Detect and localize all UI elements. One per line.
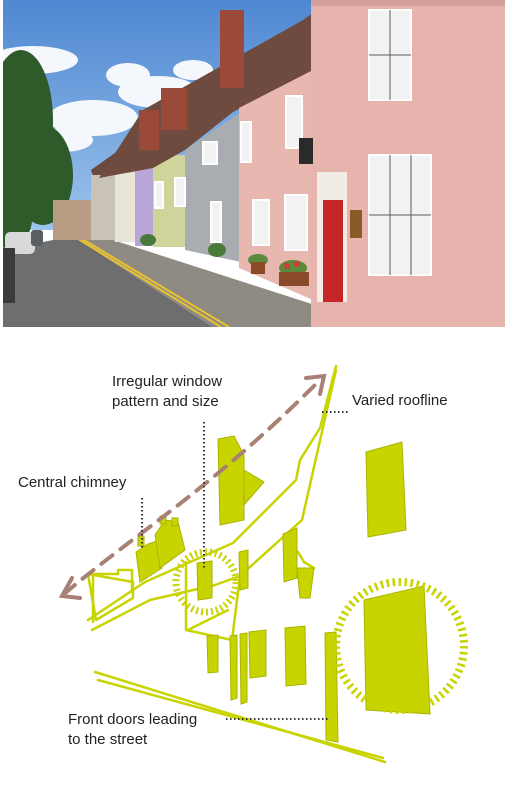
yellow-line-1 <box>74 236 222 327</box>
roof-lower-outline <box>90 368 338 632</box>
window-small-1 <box>282 527 298 583</box>
street-photo-illustration <box>3 0 505 327</box>
diagram-drawing <box>58 364 468 764</box>
leader-lines <box>141 411 348 720</box>
roofline-arrow <box>58 373 327 600</box>
front-doors-label-line1: Front doors leading <box>68 711 198 728</box>
parked-cars <box>3 230 43 303</box>
lamp-bracket <box>296 550 316 570</box>
tall-chimney <box>220 10 244 88</box>
chimney-stack-2 <box>154 519 186 569</box>
chimney <box>161 88 187 130</box>
window-shapes <box>135 435 431 743</box>
annotated-diagram: Irregular window pattern and size Varied… <box>0 330 505 791</box>
ground-window-1 <box>284 625 307 687</box>
roofline-label: Varied roofline <box>352 392 448 409</box>
window-pattern-label: Irregular window pattern and size <box>112 372 222 412</box>
door-shape-2 <box>239 632 248 705</box>
street-line-inner <box>96 678 385 760</box>
chimney-label: Central chimney <box>18 474 127 491</box>
window-pattern-label-line2: pattern and size <box>112 393 219 410</box>
chimney-pot <box>137 535 145 547</box>
flower-pots <box>140 234 309 286</box>
ground-window-2 <box>248 629 267 679</box>
house-outline <box>93 568 134 594</box>
ground-large-window <box>363 585 431 715</box>
window-highlight-ring <box>172 548 240 616</box>
street-line <box>93 670 387 764</box>
street-photo <box>3 0 505 327</box>
grey-house <box>185 112 241 262</box>
chimney-2 <box>139 110 159 150</box>
window-small-2 <box>238 549 249 591</box>
red-door <box>323 200 343 302</box>
door-window-highlight-ring <box>332 578 468 714</box>
wall-lamp <box>299 138 313 164</box>
roofline-outline <box>86 364 338 622</box>
lamp-shape <box>296 567 315 599</box>
ground-window-3 <box>206 634 219 674</box>
tall-window-1 <box>217 435 245 526</box>
bay-inner <box>186 608 230 632</box>
road <box>3 236 213 327</box>
chimney-pot-3 <box>171 517 179 527</box>
upper-large-window <box>365 441 407 538</box>
door-shape-1 <box>229 634 238 701</box>
bay-outline <box>184 560 242 642</box>
wall-plaque <box>350 210 362 238</box>
front-doors-label: Front doors leading to the street <box>68 710 197 750</box>
pavement <box>73 236 383 327</box>
yellow-line-2 <box>78 236 230 327</box>
window-pattern-label-line1: Irregular window <box>112 373 223 390</box>
front-doors-label-line2: to the street <box>68 731 148 748</box>
tall-window-roof <box>243 469 265 507</box>
bay-window <box>196 560 213 601</box>
